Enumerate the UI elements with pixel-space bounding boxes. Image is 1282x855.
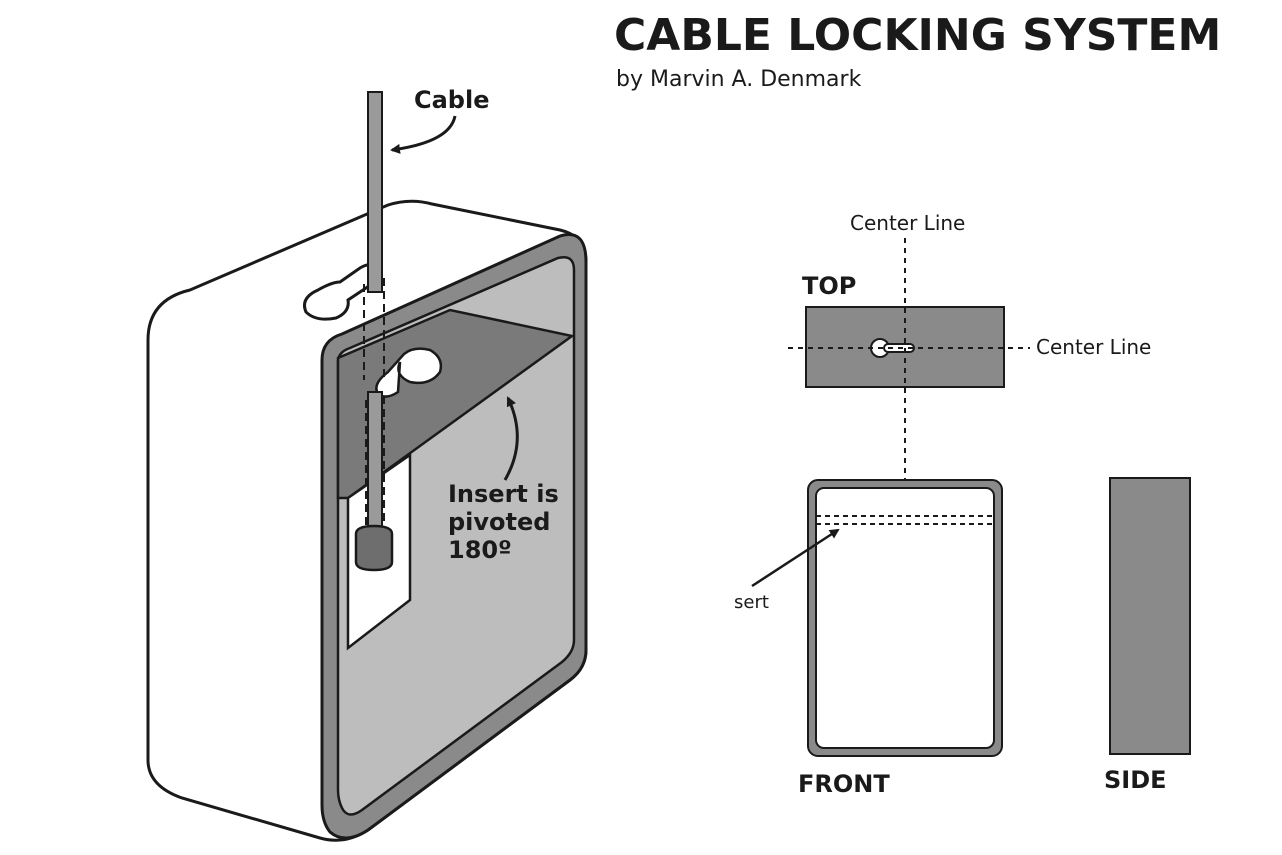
front-view-label: FRONT: [798, 770, 890, 798]
cable: [367, 91, 383, 293]
front-view: sert FRONT: [734, 479, 1003, 798]
sert-label: sert: [734, 592, 769, 613]
page-title: CABLE LOCKING SYSTEM: [614, 10, 1222, 61]
center-line-vertical-label: Center Line: [850, 211, 965, 235]
front-view-inner: [815, 487, 995, 749]
center-line-horizontal-label: Center Line: [1036, 335, 1151, 359]
cable-stop: [354, 524, 394, 572]
insert-plate: [336, 308, 576, 500]
insert-label-line2: pivoted: [448, 508, 550, 536]
insert-arrow: [503, 396, 519, 481]
cable-arrow: [390, 115, 457, 154]
insert-label-line3: 180º: [448, 536, 512, 564]
top-view-label: TOP: [802, 272, 856, 300]
side-view: SIDE: [1104, 477, 1191, 794]
sert-arrow: [751, 528, 840, 588]
box-3d-illustration: Cable Insert is pivoted 180º: [146, 86, 588, 842]
insert-label-line1: Insert is: [448, 480, 559, 508]
byline: by Marvin A. Denmark: [616, 67, 862, 92]
cable-label: Cable: [414, 86, 490, 114]
side-view-label: SIDE: [1104, 766, 1167, 794]
side-view-rect: [1109, 477, 1191, 755]
top-view: Center Line Center Line TOP: [788, 211, 1151, 548]
cable-lower: [367, 391, 383, 533]
